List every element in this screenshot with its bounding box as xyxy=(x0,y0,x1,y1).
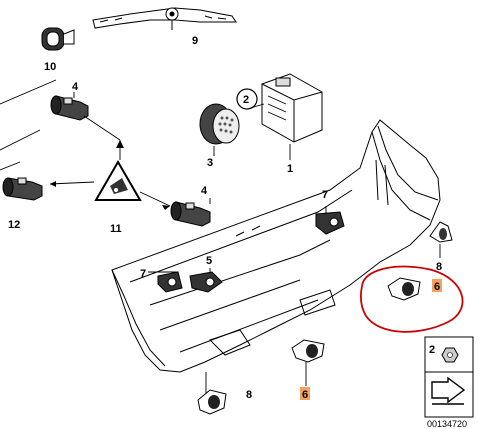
callout-7-upper: 7 xyxy=(322,189,328,201)
legend-box: 2 xyxy=(424,336,474,418)
callout-5: 5 xyxy=(206,255,212,267)
callout-8-right: 8 xyxy=(436,261,442,273)
leader-lines xyxy=(0,79,441,394)
arrow-right xyxy=(162,205,170,210)
part-5-holder xyxy=(189,271,223,293)
callout-6-right-highlight xyxy=(432,279,442,292)
part-3-connector xyxy=(199,103,240,145)
part-4-sensor-top xyxy=(50,95,89,121)
part-6-cover-bottom xyxy=(291,339,325,363)
callout-11: 11 xyxy=(110,223,122,235)
callout-12: 12 xyxy=(8,219,20,231)
drawing-number: 00134720 xyxy=(427,419,467,429)
part-9-bracket xyxy=(92,7,237,30)
legend-label-2: 2 xyxy=(429,344,435,356)
callout-10: 10 xyxy=(44,61,56,73)
callout-4-middle: 4 xyxy=(201,185,208,197)
part-7-holder-lower xyxy=(157,271,183,293)
highlight-circle xyxy=(359,265,464,333)
callout-4-top: 4 xyxy=(72,81,79,93)
part-7-holder-upper xyxy=(315,211,345,235)
callout-9: 9 xyxy=(192,35,198,47)
part-10-sensor-holder xyxy=(41,27,75,51)
part-6-cover-right xyxy=(387,277,421,301)
part-12-sensor xyxy=(2,177,43,201)
arrow-up xyxy=(116,140,124,148)
part-8-cover-bottom xyxy=(197,389,227,415)
part-11-warning-symbol xyxy=(94,160,142,201)
callout-6-right: 6 xyxy=(434,281,440,293)
callout-8-bottom: 8 xyxy=(246,389,252,401)
rear-bumper-outline xyxy=(111,119,441,373)
part-1-control-unit xyxy=(261,73,323,143)
callout-1: 1 xyxy=(287,163,293,175)
part-8-cover-right xyxy=(429,221,453,243)
callout-6-bottom-highlight xyxy=(300,387,310,400)
arrow-left xyxy=(50,181,56,187)
arrow-symbol-icon xyxy=(431,376,466,404)
callout-3: 3 xyxy=(207,157,213,169)
callout-2: 2 xyxy=(243,94,249,106)
callout-7-lower: 7 xyxy=(140,268,146,280)
part-4-sensor-middle xyxy=(170,201,211,227)
callout-6-bottom: 6 xyxy=(302,389,308,401)
